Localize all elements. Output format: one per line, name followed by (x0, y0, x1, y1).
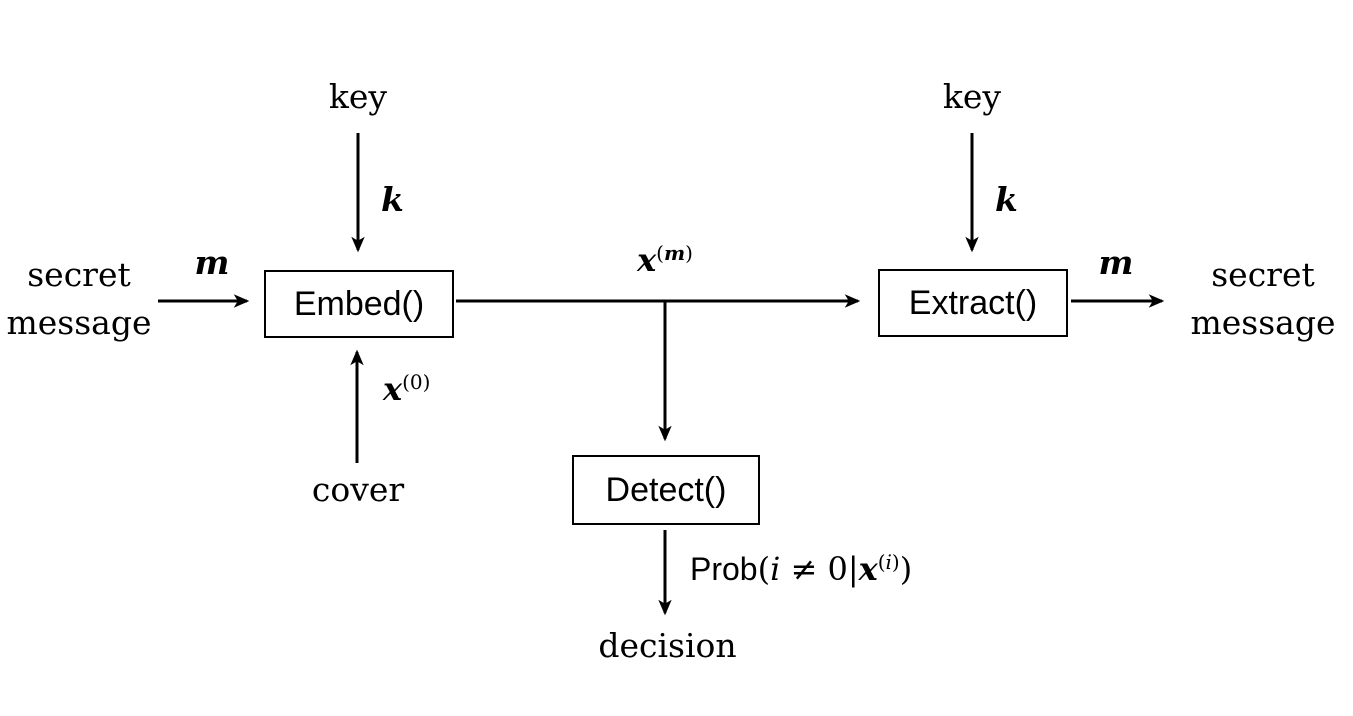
embed-box-label: Embed() (293, 284, 425, 323)
math-xm: x(m) (620, 241, 710, 279)
secret-message-input-line2: message (6, 303, 152, 342)
extract-box: Extract() (878, 269, 1068, 337)
key-label-right: key (942, 77, 1002, 116)
math-k-right: k (995, 180, 1018, 219)
math-x0: x(0) (383, 370, 430, 408)
key-label-left: key (328, 77, 388, 116)
secret-message-input-label: secret message (5, 251, 153, 347)
secret-message-output-line1: secret (1211, 255, 1315, 294)
decision-label: decision (598, 626, 737, 665)
math-x0-sup: (0) (402, 370, 431, 394)
math-xm-base: x (637, 241, 657, 279)
cover-label: cover (311, 470, 405, 509)
prob-function-name: Prob (690, 551, 758, 587)
secret-message-input-line1: secret (27, 255, 131, 294)
detect-box-label: Detect() (605, 470, 727, 509)
detect-box: Detect() (572, 455, 760, 525)
math-m-input: m (194, 243, 230, 282)
math-xm-sup: (m) (656, 241, 693, 265)
embed-box: Embed() (264, 270, 454, 338)
math-k-left: k (381, 180, 404, 219)
secret-message-output-label: secret message (1187, 251, 1339, 347)
math-m-output: m (1098, 243, 1134, 282)
math-x0-base: x (383, 370, 403, 408)
extract-box-label: Extract() (908, 283, 1038, 322)
secret-message-output-line2: message (1190, 303, 1336, 342)
math-prob-expression: Prob(i ≠ 0|x(i)) (690, 550, 913, 588)
math-prob-sup: (i) (877, 550, 900, 574)
